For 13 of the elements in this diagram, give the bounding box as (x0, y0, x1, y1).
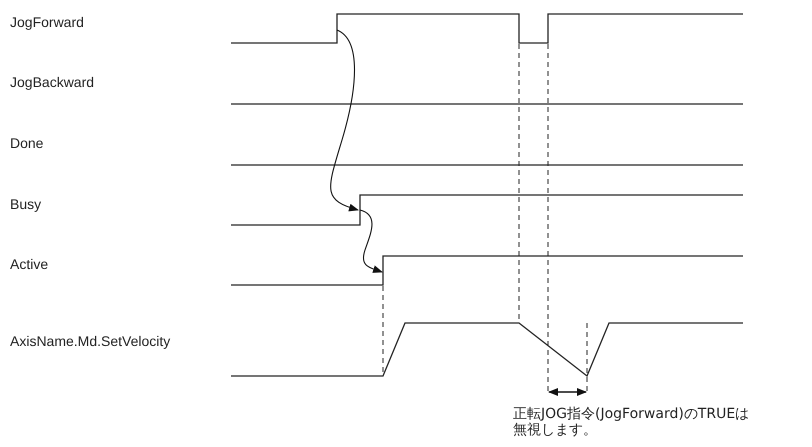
signal-name: AxisName.Md.SetVelocity (10, 333, 170, 349)
signal-row (10, 13, 745, 45)
signal-name: Active (10, 256, 48, 272)
arrow (360, 209, 383, 273)
arrow (330, 30, 359, 212)
note-text: 正転JOG指令(JogForward)のTRUEは無視します。 (513, 406, 750, 438)
signal-name: JogForward (10, 14, 84, 30)
signal-row (10, 322, 745, 378)
signal-name: Done (10, 135, 44, 151)
signal-name: JogBackward (10, 74, 94, 90)
signal-row (10, 194, 745, 227)
signal-name: Busy (10, 196, 42, 212)
signal-row (10, 255, 745, 287)
